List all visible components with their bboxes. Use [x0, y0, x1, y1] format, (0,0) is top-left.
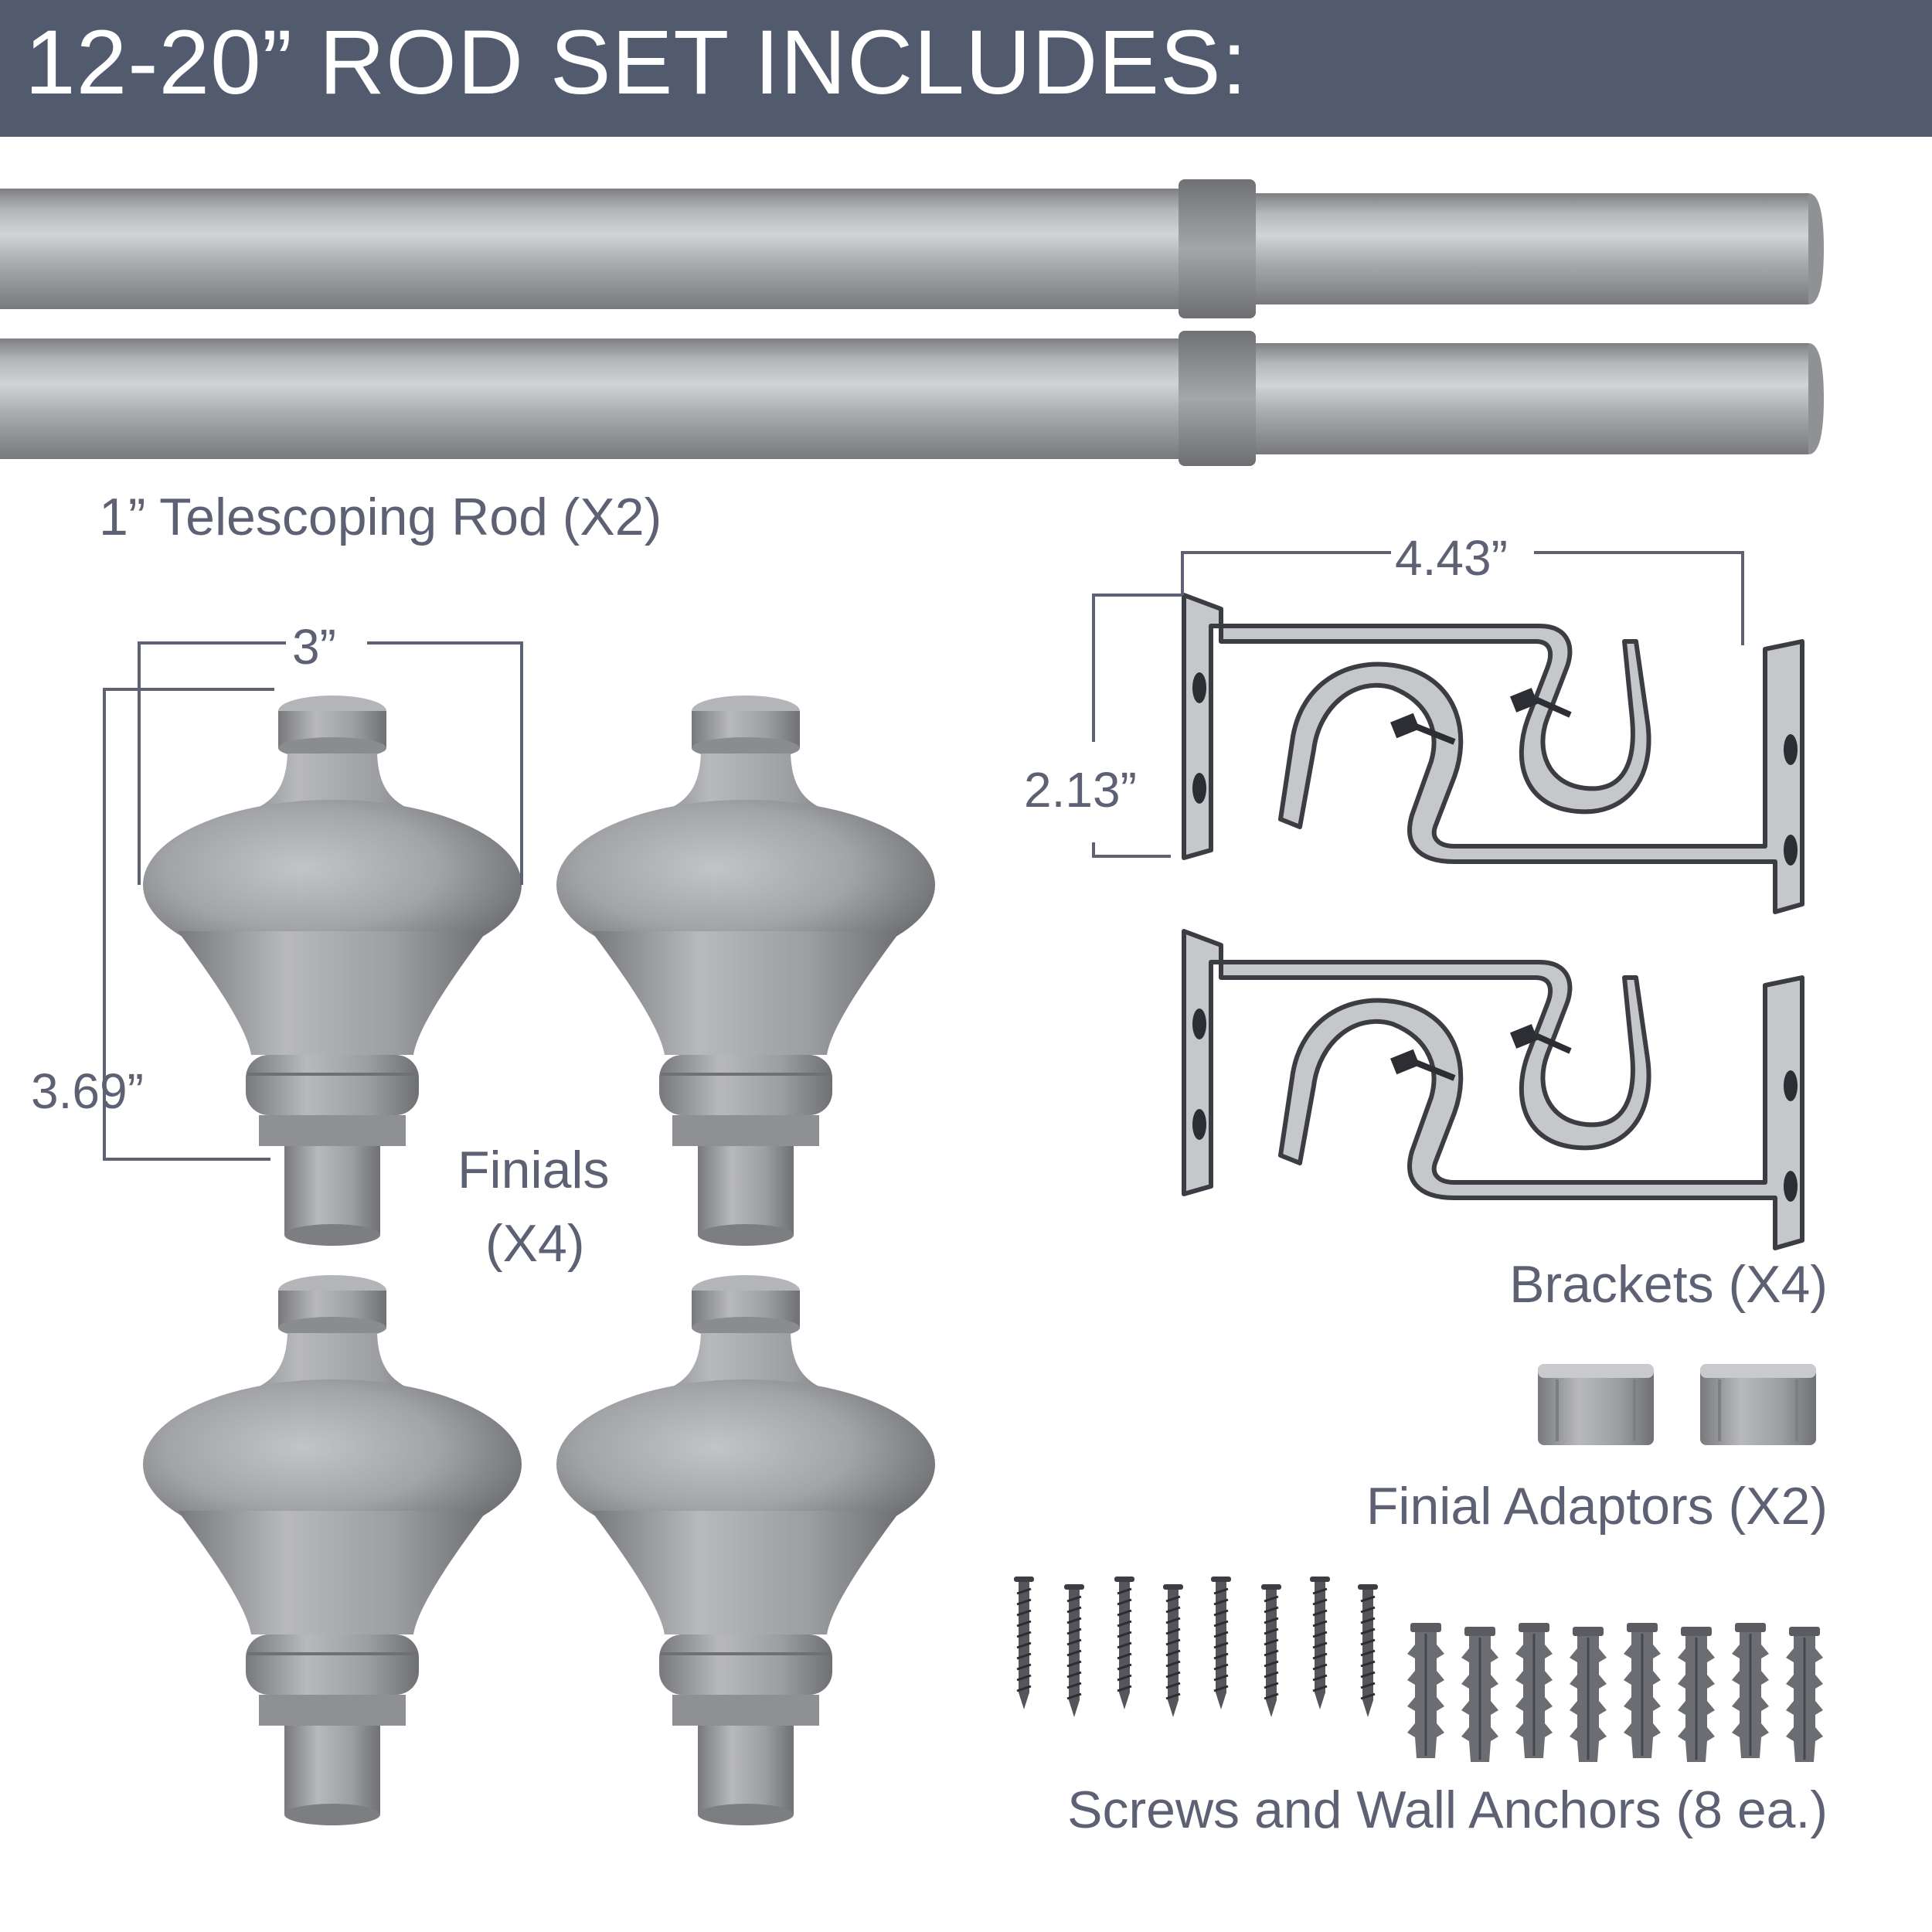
bracket-pair-2	[1184, 931, 1802, 1248]
finial-adaptor-2	[1699, 1362, 1818, 1447]
telescoping-rod-2	[0, 331, 1824, 466]
finial-3	[141, 1274, 523, 1827]
finial-2	[555, 694, 937, 1247]
bracket-pair-1	[1184, 595, 1802, 912]
finials-label-line1: Finials	[457, 1141, 610, 1199]
finial-adaptor-1	[1536, 1362, 1655, 1447]
rod-label: 1” Telescoping Rod (X2)	[99, 488, 662, 546]
finial-height-dimension: 3.69”	[31, 1063, 144, 1119]
brackets-label: Brackets (X4)	[1509, 1255, 1828, 1314]
finial-dimension-lines	[103, 641, 523, 1161]
bracket-width-dimension: 4.43”	[1395, 530, 1508, 586]
bracket-height-dimension: 2.13”	[1024, 762, 1137, 818]
finial-4	[555, 1274, 937, 1827]
telescoping-rod-1	[0, 179, 1824, 318]
finials-label-line2: (X4)	[485, 1214, 585, 1273]
page-title: 12-20” ROD SET INCLUDES:	[25, 12, 1248, 114]
wall-anchors-group	[1406, 1621, 1825, 1764]
finial-width-dimension: 3”	[292, 619, 336, 675]
bracket-dimension-lines	[1092, 551, 1744, 858]
screws-group	[1012, 1575, 1379, 1719]
finial-adaptors-label: Finial Adaptors (X2)	[1366, 1477, 1828, 1536]
header-banner	[0, 0, 1932, 137]
hardware-label: Screws and Wall Anchors (8 ea.)	[1067, 1781, 1828, 1839]
